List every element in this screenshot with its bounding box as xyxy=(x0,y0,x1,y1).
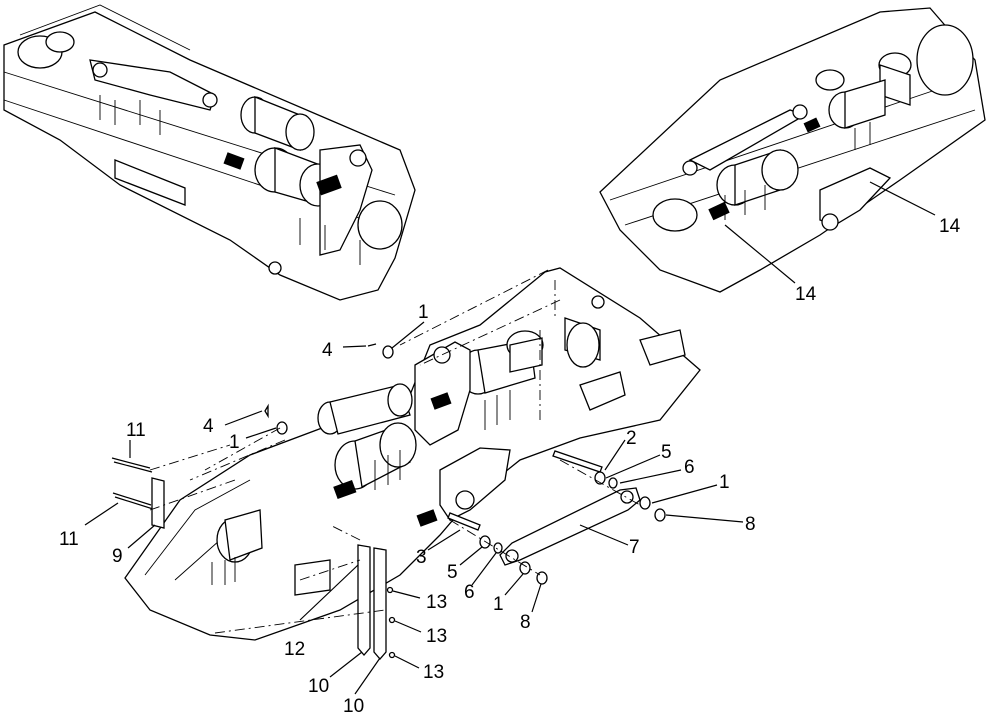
strap-10a xyxy=(357,544,371,656)
pin-3 xyxy=(447,512,481,531)
washer-upper xyxy=(382,345,394,359)
callout-5b: 5 xyxy=(447,562,458,583)
callout-4a: 4 xyxy=(322,340,333,361)
callout-10a: 10 xyxy=(308,676,329,697)
loose-parts xyxy=(111,343,666,660)
callout-6b: 6 xyxy=(464,582,475,603)
pin-2 xyxy=(552,450,603,473)
callout-14a: 14 xyxy=(939,216,961,237)
callout-11a: 11 xyxy=(126,420,146,441)
assembly-view-top-left xyxy=(3,4,416,301)
callout-labels: 1 4 4 1 11 11 9 2 5 6 1 8 7 3 5 6 1 8 12… xyxy=(59,216,961,717)
callout-4b: 4 xyxy=(203,416,214,437)
callout-13b: 13 xyxy=(426,626,447,647)
callout-10b: 10 xyxy=(343,696,364,717)
callout-12: 12 xyxy=(284,639,305,660)
strap-10b xyxy=(373,547,387,660)
bolt-11-lower xyxy=(112,492,152,506)
projection-lines xyxy=(149,269,641,634)
washer-left xyxy=(276,421,288,435)
plate-9 xyxy=(151,477,165,529)
link-bar-7 xyxy=(499,487,641,566)
callout-8a: 8 xyxy=(745,514,756,535)
callout-1d: 1 xyxy=(493,594,504,615)
callout-9: 9 xyxy=(112,546,123,567)
cotter-pin-upper xyxy=(367,343,377,347)
callout-6a: 6 xyxy=(684,457,695,478)
callout-2: 2 xyxy=(626,428,637,449)
callout-8b: 8 xyxy=(520,612,531,633)
callout-5a: 5 xyxy=(661,442,672,463)
bolt-11-upper xyxy=(111,457,151,469)
callout-13a: 13 xyxy=(426,592,447,613)
callout-1c: 1 xyxy=(719,472,730,493)
washer-right xyxy=(639,496,651,510)
callout-11b: 11 xyxy=(59,529,79,550)
callout-1b: 1 xyxy=(229,432,240,453)
exploded-assembly xyxy=(124,267,701,641)
callout-1a: 1 xyxy=(418,302,429,323)
callout-14b: 14 xyxy=(795,284,817,305)
washer-bottom xyxy=(519,561,531,575)
callout-13c: 13 xyxy=(423,662,444,683)
callout-7: 7 xyxy=(629,537,640,558)
cotter-pin-lower xyxy=(264,403,269,419)
assembly-view-top-right xyxy=(599,7,986,293)
callout-3: 3 xyxy=(416,547,427,568)
leader-lines xyxy=(84,181,936,695)
